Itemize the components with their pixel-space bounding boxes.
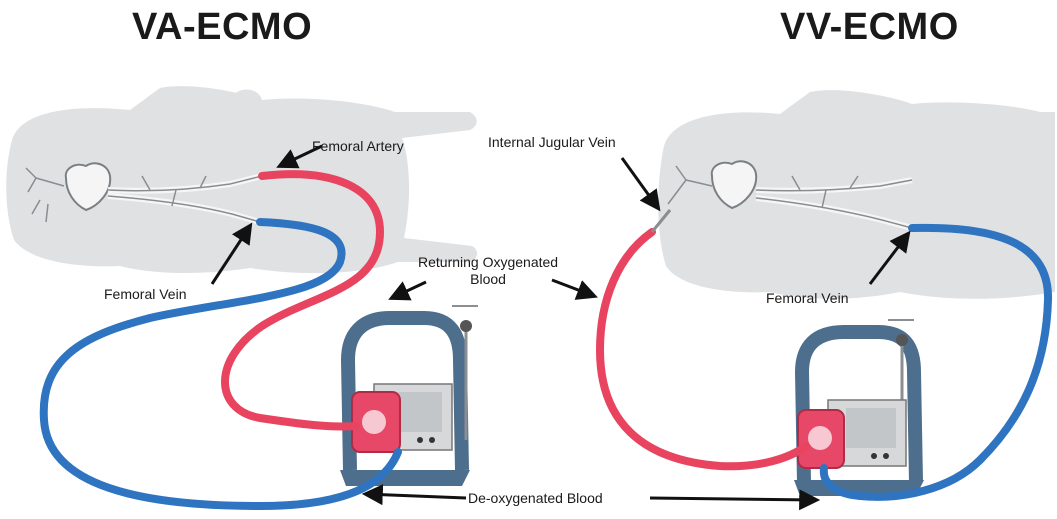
arrow-deoxy-right	[650, 498, 816, 500]
label-returning-oxygenated-blood: Returning Oxygenated Blood	[418, 254, 558, 288]
ecmo-machine-left	[340, 306, 478, 486]
label-returning-line1: Returning Oxygenated	[418, 254, 558, 270]
label-femoral-vein-left: Femoral Vein	[104, 286, 186, 303]
arrow-returning-right	[552, 280, 594, 296]
label-femoral-artery: Femoral Artery	[312, 138, 404, 155]
title-vv-ecmo: VV-ECMO	[780, 6, 959, 49]
label-deoxygenated-blood: De-oxygenated Blood	[468, 490, 603, 507]
ecmo-machine-right	[794, 320, 924, 496]
arrow-deoxy-left	[366, 494, 466, 498]
label-returning-line2: Blood	[470, 271, 506, 287]
label-femoral-vein-right: Femoral Vein	[766, 290, 848, 307]
label-internal-jugular-vein: Internal Jugular Vein	[488, 134, 616, 151]
title-va-ecmo: VA-ECMO	[132, 6, 312, 49]
arrow-ijv	[622, 158, 658, 208]
